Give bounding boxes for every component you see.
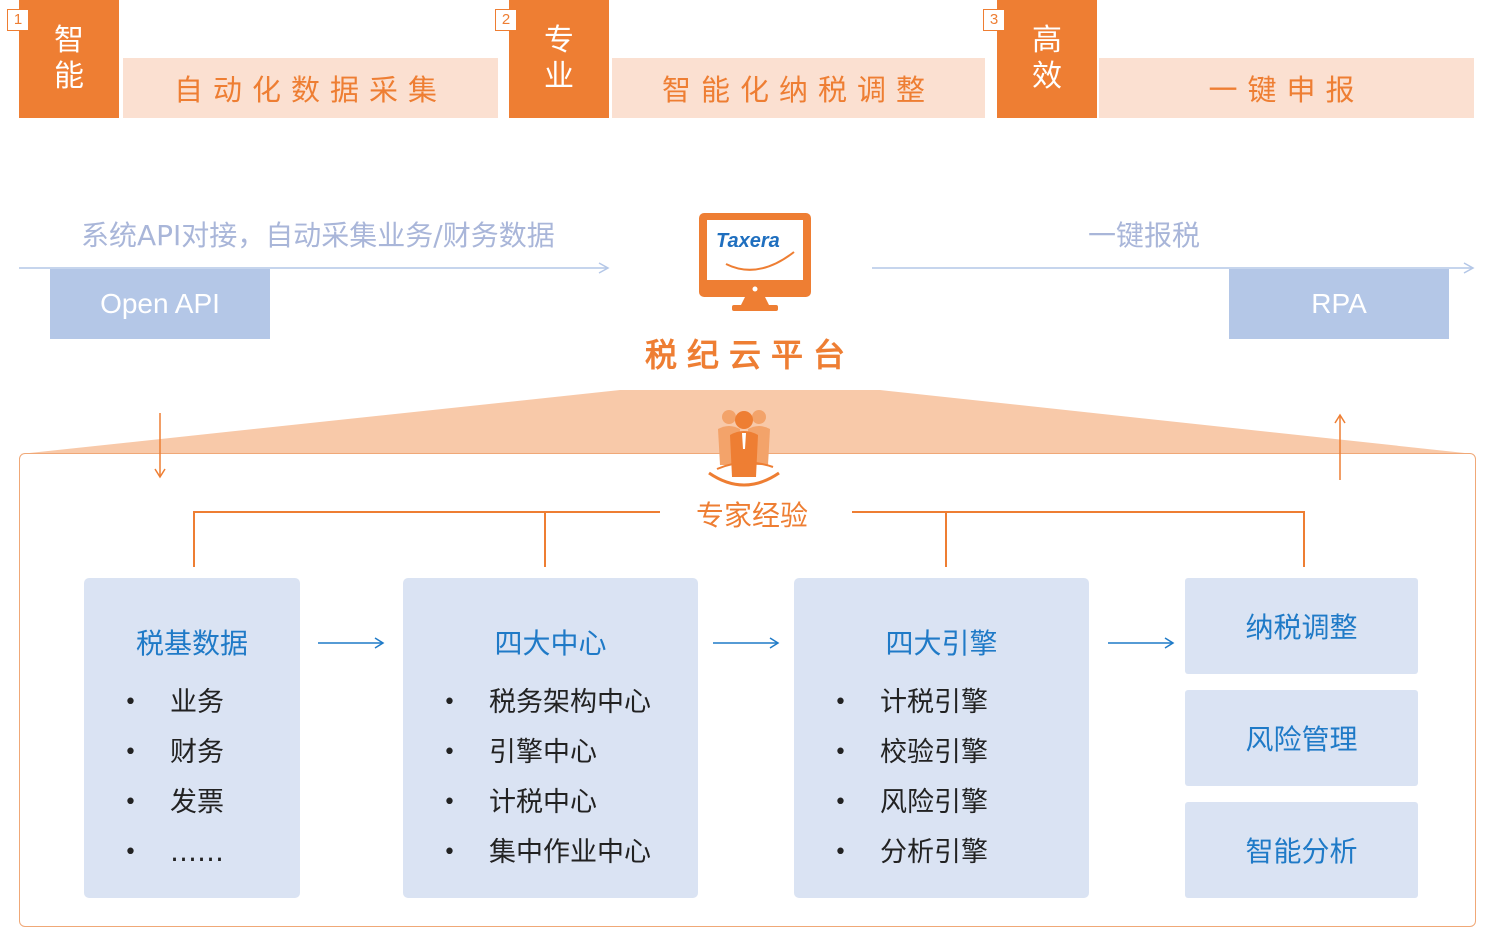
card-list: 税务架构中心 引擎中心 计税中心 集中作业中心 (443, 678, 651, 878)
open-api-box: Open API (50, 269, 270, 339)
output-tax-adjustment: 纳税调整 (1185, 578, 1418, 674)
banner-number: 3 (983, 9, 1005, 31)
banner-tag: 高 效 (997, 0, 1097, 118)
banner-tag-char: 能 (54, 59, 84, 94)
list-item: 财务 (124, 728, 224, 778)
taxera-logo: Taxera (716, 230, 780, 252)
list-item: 业务 (124, 678, 224, 728)
card-title: 四大中心 (494, 627, 607, 660)
flow-arrow (1108, 637, 1175, 649)
card-tax-base: 税基数据 业务 财务 发票 …… (84, 578, 300, 898)
banner-tag-char: 智 (54, 23, 84, 58)
left-flow-arrow (19, 262, 610, 274)
list-item: 分析引擎 (834, 828, 988, 878)
card-list: 计税引擎 校验引擎 风险引擎 分析引擎 (834, 678, 988, 878)
card-four-engines: 四大引擎 计税引擎 校验引擎 风险引擎 分析引擎 (794, 578, 1089, 898)
list-item: 税务架构中心 (443, 678, 651, 728)
right-flow-arrow (872, 262, 1475, 274)
card-four-centers: 四大中心 税务架构中心 引擎中心 计税中心 集中作业中心 (403, 578, 698, 898)
banner-tag: 专 业 (509, 0, 609, 118)
card-title: 四大引擎 (885, 627, 998, 660)
list-item: …… (124, 828, 224, 878)
output-risk-management: 风险管理 (1185, 690, 1418, 786)
card-title: 税基数据 (135, 627, 248, 660)
list-item: 风险引擎 (834, 778, 988, 828)
banner-text: 一键申报 (1099, 58, 1474, 118)
banner-tag: 智 能 (19, 0, 119, 118)
flow-arrow (318, 637, 385, 649)
list-item: 计税引擎 (834, 678, 988, 728)
banner-number: 2 (495, 9, 517, 31)
list-item: 集中作业中心 (443, 828, 651, 878)
list-item: 计税中心 (443, 778, 651, 828)
banner-tag-char: 专 (544, 23, 574, 58)
banner-tag-char: 业 (544, 59, 574, 94)
expert-connector (193, 511, 1305, 567)
rpa-box: RPA (1229, 269, 1449, 339)
monitor-icon: Taxera (698, 212, 812, 312)
banner-number: 1 (7, 9, 29, 31)
up-arrow (1334, 413, 1346, 480)
banner-text: 自动化数据采集 (123, 58, 498, 118)
banner-tag-char: 高 (1032, 23, 1062, 58)
output-smart-analysis: 智能分析 (1185, 802, 1418, 898)
left-flow-caption: 系统API对接，自动采集业务/财务数据 (81, 219, 555, 252)
list-item: 引擎中心 (443, 728, 651, 778)
expert-label: 专家经验 (686, 494, 819, 534)
card-list: 业务 财务 发票 …… (124, 678, 224, 878)
right-flow-caption: 一键报税 (1088, 219, 1201, 252)
list-item: 校验引擎 (834, 728, 988, 778)
list-item: 发票 (124, 778, 224, 828)
down-arrow (154, 413, 166, 479)
platform-name: 税纪云平台 (645, 336, 856, 374)
flow-arrow (713, 637, 780, 649)
banner-tag-char: 效 (1032, 59, 1062, 94)
team-icon (708, 410, 780, 487)
banner-text: 智能化纳税调整 (612, 58, 985, 118)
